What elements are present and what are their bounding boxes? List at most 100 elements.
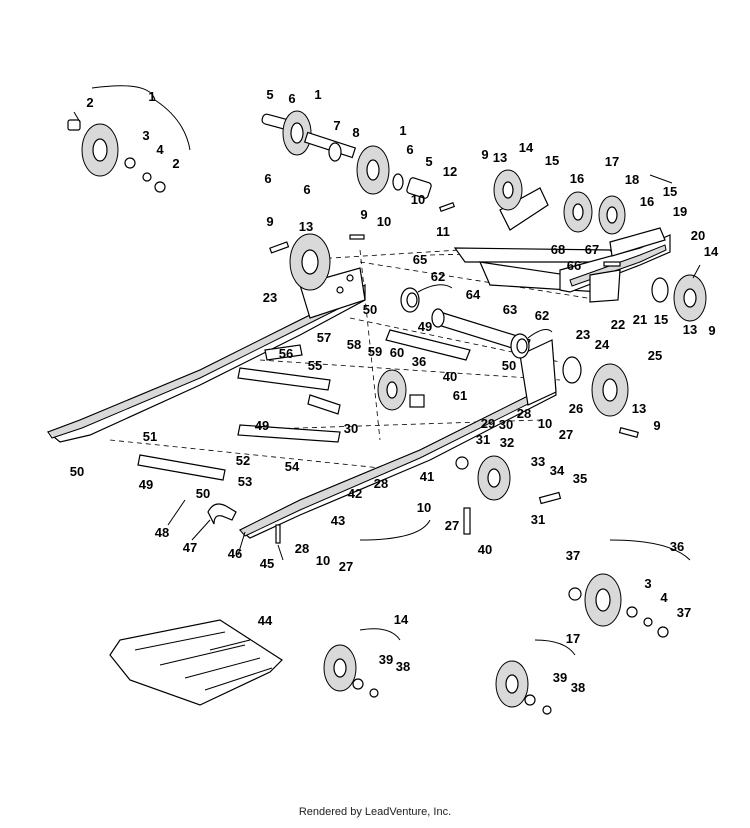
callout-number-c31b: 31 bbox=[531, 512, 545, 527]
callout-number-c58: 58 bbox=[347, 337, 361, 352]
callout-number-c13c: 13 bbox=[299, 219, 313, 234]
left-slide-rail bbox=[46, 267, 366, 443]
callout-number-c43: 43 bbox=[331, 513, 345, 528]
callout-number-c39b: 39 bbox=[553, 670, 567, 685]
callout-number-c5a: 5 bbox=[266, 87, 273, 102]
callout-number-c9a: 9 bbox=[481, 147, 488, 162]
callout-number-c10d: 10 bbox=[417, 500, 431, 515]
slide-track-pad bbox=[109, 619, 283, 706]
callout-number-c21: 21 bbox=[633, 312, 647, 327]
callout-number-c65: 65 bbox=[413, 252, 427, 267]
callout-number-c57: 57 bbox=[317, 330, 331, 345]
callout-number-c19: 19 bbox=[673, 204, 687, 219]
callout-number-c56: 56 bbox=[279, 346, 293, 361]
callout-number-c17a: 17 bbox=[605, 154, 619, 169]
callout-number-c23a: 23 bbox=[263, 290, 277, 305]
callout-number-c25: 25 bbox=[648, 348, 662, 363]
callout-number-c27a: 27 bbox=[559, 427, 573, 442]
callout-number-c9e: 9 bbox=[653, 418, 660, 433]
callout-number-c9c: 9 bbox=[266, 214, 273, 229]
callout-number-c61: 61 bbox=[453, 388, 467, 403]
footer-credit: Rendered by LeadVenture, Inc. bbox=[298, 806, 452, 818]
callout-number-c6b: 6 bbox=[264, 171, 271, 186]
callout-number-c66: 66 bbox=[567, 258, 581, 273]
callout-number-c38b: 38 bbox=[571, 680, 585, 695]
callout-number-c67: 67 bbox=[585, 242, 599, 257]
callout-number-c37b: 37 bbox=[677, 605, 691, 620]
callout-number-c29: 29 bbox=[481, 416, 495, 431]
callout-number-c28b: 28 bbox=[374, 476, 388, 491]
callout-number-c6c: 6 bbox=[303, 182, 310, 197]
callout-number-c51: 51 bbox=[143, 429, 157, 444]
callout-number-c15b: 15 bbox=[663, 184, 677, 199]
callout-number-c17b: 17 bbox=[566, 631, 580, 646]
callout-number-c62b: 62 bbox=[535, 308, 549, 323]
callout-number-c13a: 13 bbox=[493, 150, 507, 165]
callout-number-c18: 18 bbox=[625, 172, 639, 187]
callout-number-c38a: 38 bbox=[396, 659, 410, 674]
callout-number-c34: 34 bbox=[550, 463, 565, 478]
wheels bbox=[81, 123, 707, 708]
callout-number-c47: 47 bbox=[183, 540, 197, 555]
leader-lines bbox=[73, 85, 701, 656]
callout-number-c1c: 1 bbox=[399, 123, 406, 138]
callout-number-c10c: 10 bbox=[538, 416, 552, 431]
callout-number-c8: 8 bbox=[352, 125, 359, 140]
callout-number-c40a: 40 bbox=[443, 369, 457, 384]
callout-number-c2b: 2 bbox=[172, 156, 179, 171]
callout-number-c50a: 50 bbox=[363, 302, 377, 317]
callout-number-c14a: 14 bbox=[519, 140, 534, 155]
callout-number-c49a: 49 bbox=[418, 319, 432, 334]
callout-number-c24: 24 bbox=[595, 337, 610, 352]
callout-number-c53: 53 bbox=[238, 474, 252, 489]
callout-number-c3b: 3 bbox=[644, 576, 651, 591]
callout-number-c45: 45 bbox=[260, 556, 274, 571]
idler-shaft-assembly bbox=[261, 110, 432, 199]
right-slide-rail bbox=[238, 339, 557, 539]
callout-number-c16b: 16 bbox=[640, 194, 654, 209]
callout-number-c20: 20 bbox=[691, 228, 705, 243]
callout-number-c42: 42 bbox=[348, 486, 362, 501]
callout-number-c23b: 23 bbox=[576, 327, 590, 342]
callout-number-c46: 46 bbox=[228, 546, 242, 561]
callout-number-c11: 11 bbox=[436, 224, 450, 239]
callout-number-c50d: 50 bbox=[196, 486, 210, 501]
callout-number-c5b: 5 bbox=[425, 154, 432, 169]
callout-number-c36a: 36 bbox=[412, 354, 426, 369]
callout-number-c7: 7 bbox=[333, 118, 340, 133]
callout-number-c28c: 28 bbox=[295, 541, 309, 556]
callout-number-c10a: 10 bbox=[411, 192, 425, 207]
callout-number-c14c: 14 bbox=[394, 612, 409, 627]
callout-number-c37a: 37 bbox=[566, 548, 580, 563]
callout-number-c44: 44 bbox=[258, 613, 273, 628]
callout-number-c15a: 15 bbox=[545, 153, 559, 168]
callout-number-c31a: 31 bbox=[476, 432, 490, 447]
callout-number-c49c: 49 bbox=[139, 477, 153, 492]
callout-number-c32: 32 bbox=[500, 435, 514, 450]
callout-number-c9b: 9 bbox=[708, 323, 715, 338]
callout-number-c40b: 40 bbox=[478, 542, 492, 557]
callout-number-c13b: 13 bbox=[683, 322, 697, 337]
callout-number-c68: 68 bbox=[551, 242, 565, 257]
callout-number-c50b: 50 bbox=[502, 358, 516, 373]
callout-number-c48: 48 bbox=[155, 525, 169, 540]
callout-number-c14b: 14 bbox=[704, 244, 719, 259]
callout-number-c10e: 10 bbox=[316, 553, 330, 568]
callout-number-c10b: 10 bbox=[377, 214, 391, 229]
cross-shafts bbox=[137, 308, 531, 481]
callout-number-c4b: 4 bbox=[660, 590, 668, 605]
callout-number-c22: 22 bbox=[611, 317, 625, 332]
callout-number-c13d: 13 bbox=[632, 401, 646, 416]
callout-number-c6a: 6 bbox=[288, 91, 295, 106]
callout-number-c1b: 1 bbox=[314, 87, 321, 102]
callout-number-c41: 41 bbox=[420, 469, 434, 484]
callout-number-c1a: 1 bbox=[148, 89, 155, 104]
callout-number-c63: 63 bbox=[503, 302, 517, 317]
callout-number-c35: 35 bbox=[573, 471, 587, 486]
callout-number-c30a: 30 bbox=[344, 421, 358, 436]
callout-number-c49b: 49 bbox=[255, 418, 269, 433]
callout-number-c26: 26 bbox=[569, 401, 583, 416]
callout-number-c50c: 50 bbox=[70, 464, 84, 479]
